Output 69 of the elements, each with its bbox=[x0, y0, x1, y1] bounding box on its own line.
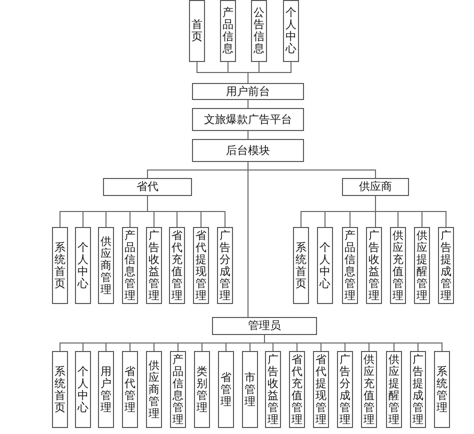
box-label: 广告分成管理 bbox=[340, 354, 350, 426]
box-label: 首页 bbox=[192, 19, 202, 43]
process-box bbox=[342, 178, 409, 196]
process-box bbox=[242, 351, 258, 428]
process-box bbox=[218, 351, 234, 428]
box-label: 个人中心 bbox=[286, 7, 296, 55]
box-label: 产品信息管理 bbox=[172, 354, 184, 426]
box-label: 省代充值管理 bbox=[172, 230, 182, 302]
process-box bbox=[192, 83, 304, 100]
box-label: 省代管理 bbox=[124, 366, 136, 414]
process-box bbox=[75, 227, 91, 304]
box-label: 用户管理 bbox=[100, 366, 112, 414]
box-label: 产品信息管理 bbox=[124, 230, 136, 302]
process-box bbox=[192, 139, 304, 162]
box-label: 系统管理 bbox=[436, 366, 448, 414]
box-label: 系统首页 bbox=[54, 366, 66, 414]
process-box bbox=[194, 351, 210, 428]
box-label: 类别管理 bbox=[196, 366, 208, 414]
process-box bbox=[103, 178, 192, 196]
box-label: 文旅爆款广告平台 bbox=[204, 114, 292, 126]
box-label: 个人中心 bbox=[78, 242, 88, 290]
box-label: 供应商 bbox=[359, 181, 392, 193]
process-box bbox=[283, 0, 299, 62]
box-label: 广告提成管理 bbox=[440, 230, 452, 302]
box-label: 系统首页 bbox=[54, 242, 66, 290]
process-box bbox=[52, 227, 68, 304]
process-box bbox=[52, 351, 68, 428]
process-box bbox=[122, 351, 138, 428]
box-label: 供应提醒管理 bbox=[388, 354, 400, 426]
box-label: 个人中心 bbox=[78, 366, 88, 414]
box-label: 系统首页 bbox=[296, 242, 306, 290]
box-label: 省代充值管理 bbox=[292, 354, 302, 426]
process-box bbox=[212, 317, 317, 335]
process-box bbox=[220, 0, 236, 62]
box-label: 省代提现管理 bbox=[196, 230, 206, 302]
process-box bbox=[434, 351, 450, 428]
box-label: 用户前台 bbox=[226, 86, 270, 98]
box-label: 省代提现管理 bbox=[316, 354, 326, 426]
process-box bbox=[98, 351, 114, 428]
process-box bbox=[293, 227, 309, 304]
box-label: 后台模块 bbox=[226, 144, 270, 156]
box-label: 供应充值管理 bbox=[392, 230, 404, 302]
process-box bbox=[317, 227, 333, 304]
box-label: 广告收益管理 bbox=[268, 354, 278, 426]
process-box bbox=[98, 227, 114, 304]
process-box bbox=[75, 351, 91, 428]
box-label: 产品信息管理 bbox=[344, 230, 356, 302]
box-label: 供应充值管理 bbox=[364, 354, 374, 426]
box-label: 个人中心 bbox=[320, 242, 330, 290]
process-box bbox=[146, 351, 162, 428]
box-label: 广告收益管理 bbox=[148, 230, 160, 302]
box-label: 省管理 bbox=[220, 372, 232, 408]
connector-line bbox=[147, 196, 226, 228]
box-label: 广告收益管理 bbox=[368, 230, 380, 302]
box-label: 管理员 bbox=[248, 320, 281, 332]
box-label: 产品信息 bbox=[222, 7, 234, 55]
box-label: 广告提成管理 bbox=[412, 354, 424, 426]
process-box bbox=[251, 0, 267, 62]
box-label: 供应商管理 bbox=[100, 236, 112, 296]
box-label: 广告分成管理 bbox=[220, 230, 230, 302]
process-box bbox=[192, 108, 304, 131]
box-label: 供应提醒管理 bbox=[416, 230, 428, 302]
box-label: 供应商管理 bbox=[148, 360, 160, 420]
connector-line bbox=[248, 62, 292, 84]
box-label: 省代 bbox=[136, 181, 158, 193]
box-label: 市管理 bbox=[244, 372, 256, 408]
connector-line bbox=[375, 196, 446, 228]
box-label: 公告信息 bbox=[254, 7, 264, 55]
process-box bbox=[189, 0, 205, 62]
